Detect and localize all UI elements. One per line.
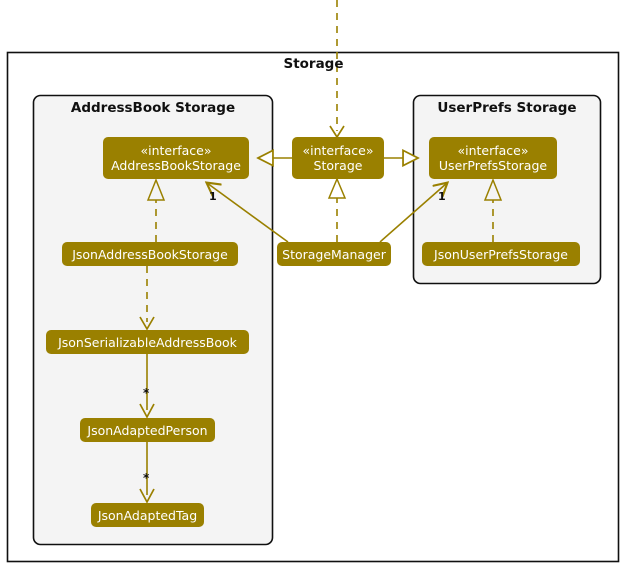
addressbook-package-title: AddressBook Storage: [70, 100, 236, 116]
assoc-storagemanager-to-userprefsstorage: [379, 183, 447, 243]
class-box-jsonserializableaddressbook[interactable]: JsonSerializableAddressBook: [46, 330, 249, 354]
class-box-jsonadaptedperson[interactable]: JsonAdaptedPerson: [80, 418, 215, 442]
class-name-storage: Storage: [313, 158, 363, 173]
class-name-jsonserializableaddressbook: JsonSerializableAddressBook: [58, 334, 237, 350]
class-name-jsonaddressbookstorage: JsonAddressBookStorage: [72, 246, 228, 262]
class-box-jsonuserprefsstorage[interactable]: JsonUserPrefsStorage: [422, 242, 580, 266]
assoc-jsonadaptedperson-arrowhead: [139, 403, 155, 419]
class-box-storagemanager[interactable]: StorageManager: [277, 242, 391, 266]
class-name-jsonadaptedperson: JsonAdaptedPerson: [87, 422, 208, 438]
dep-jsonserializable-arrowhead: [139, 316, 155, 331]
assoc-storagemanager-to-addressbookstorage: [207, 183, 289, 243]
outer-package-title: Storage: [283, 56, 344, 72]
class-box-userprefsstorage[interactable]: «interface» UserPrefsStorage: [429, 137, 557, 179]
class-box-addressbookstorage[interactable]: «interface» AddressBookStorage: [103, 137, 249, 179]
stereotype-addressbookstorage: «interface»: [140, 143, 212, 158]
multiplicity-label-addressbookstorage: 1: [209, 190, 217, 203]
class-box-jsonadaptedtag[interactable]: JsonAdaptedTag: [91, 503, 204, 527]
dep-jsonaddressbookstorage-arrowhead: [146, 177, 166, 201]
class-name-addressbookstorage: AddressBookStorage: [111, 158, 241, 173]
dep-storagemanager-to-storage-arrowhead: [327, 177, 347, 199]
userprefs-package-title: UserPrefs Storage: [437, 100, 577, 116]
assoc-jsonadaptedtag-arrowhead: [139, 488, 155, 504]
multiplicity-label-jsonadaptedperson: *: [143, 386, 150, 400]
multiplicity-label-userprefsstorage: 1: [438, 190, 446, 203]
dep-jsonuserprefsstorage-arrowhead: [483, 177, 503, 201]
multiplicity-label-jsonadaptedtag: *: [143, 471, 150, 485]
stereotype-userprefsstorage: «interface»: [457, 143, 529, 158]
class-name-storagemanager: StorageManager: [282, 246, 386, 262]
class-name-jsonadaptedtag: JsonAdaptedTag: [97, 507, 198, 523]
class-name-jsonuserprefsstorage: JsonUserPrefsStorage: [434, 246, 568, 262]
class-name-userprefsstorage: UserPrefsStorage: [438, 158, 548, 173]
class-box-jsonaddressbookstorage[interactable]: JsonAddressBookStorage: [62, 242, 238, 266]
class-box-storage[interactable]: «interface» Storage: [292, 137, 384, 179]
stereotype-storage: «interface»: [302, 143, 374, 158]
